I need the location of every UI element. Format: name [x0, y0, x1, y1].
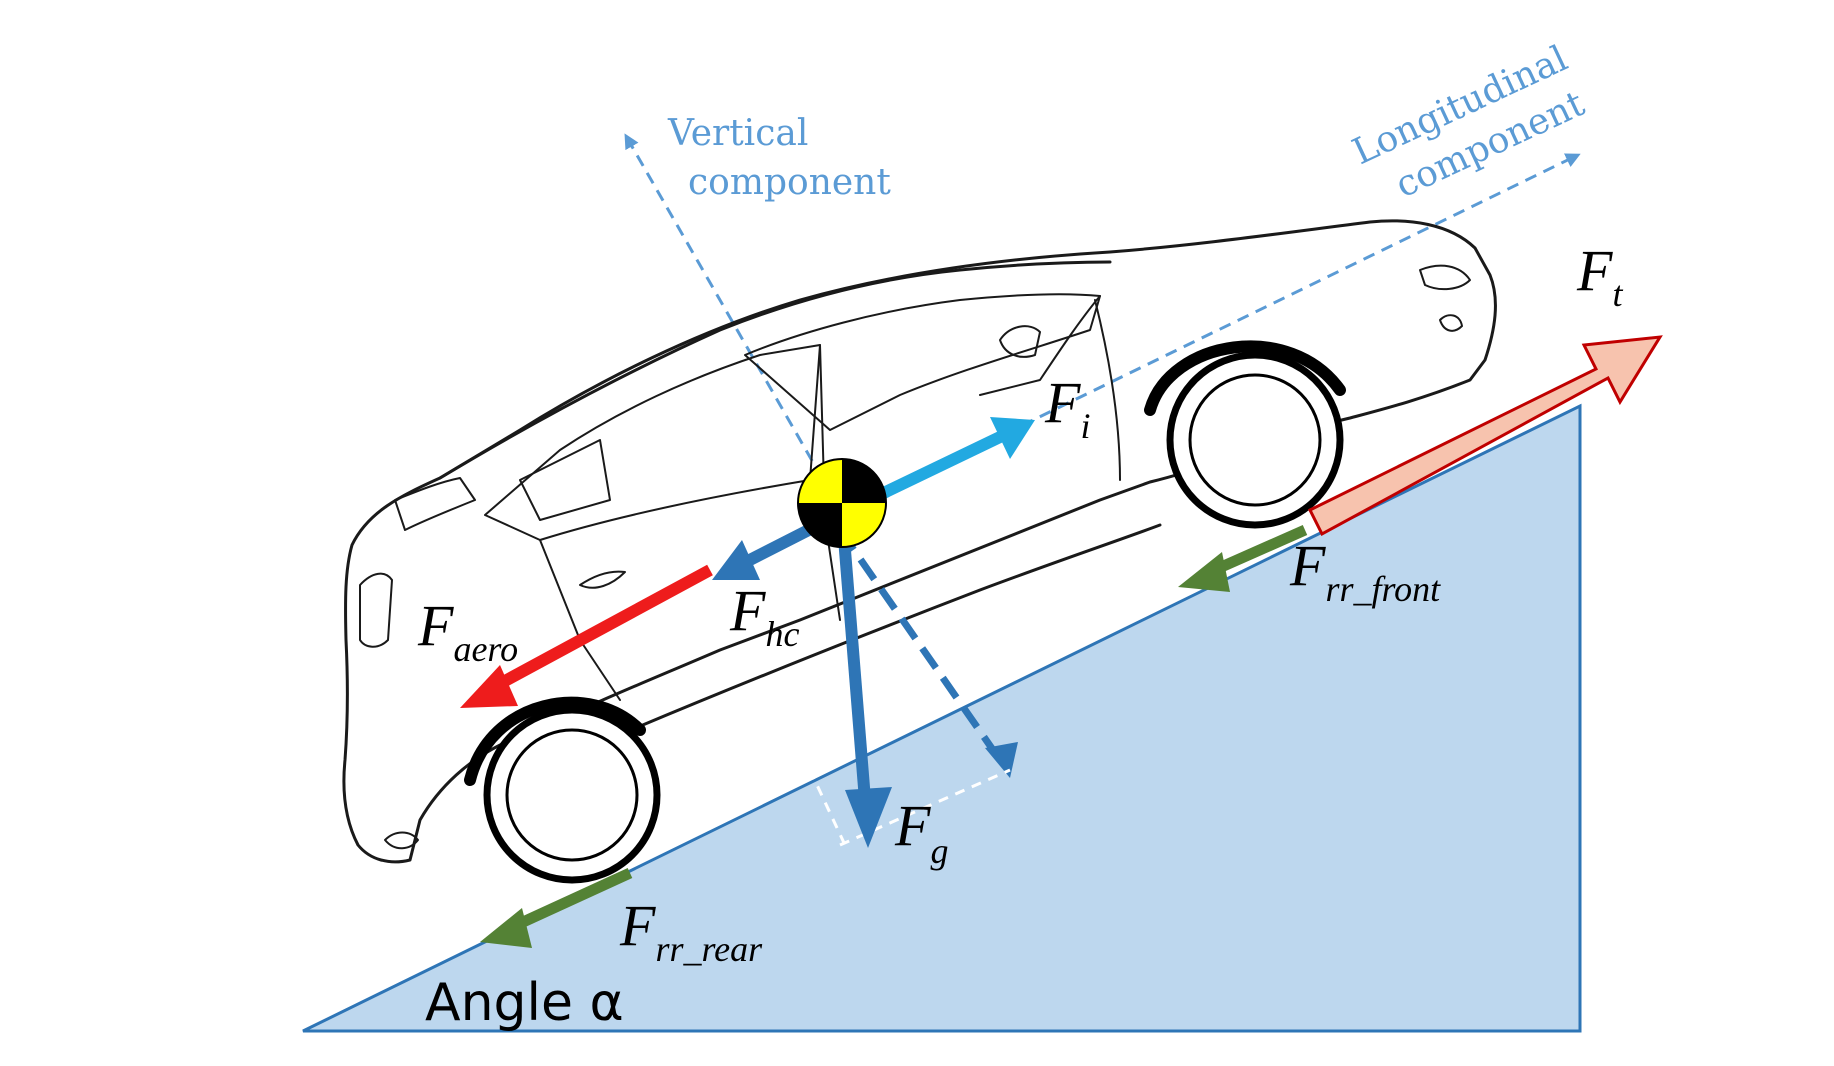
aerodynamic-force-arrow: [460, 564, 713, 708]
rear-wheel: [464, 696, 661, 884]
hill-climbing-force-label: Fhc: [729, 578, 799, 654]
vertical-component-label-line2: component: [688, 162, 891, 203]
rolling-resistance-rear-arrow: [480, 868, 633, 948]
gravity-force-label: Fg: [894, 793, 948, 871]
gravity-decomposition: [808, 528, 1018, 847]
aerodynamic-force-label: Faero: [417, 593, 518, 669]
front-wheel: [1144, 340, 1346, 529]
rolling-resistance-front-label: Frr_front: [1289, 533, 1441, 609]
rolling-resistance-front-arrow: [1178, 524, 1308, 592]
traction-force-arrow: [1307, 335, 1663, 537]
vertical-component-axis: [624, 133, 844, 514]
vertical-component-label-line1: Vertical: [667, 113, 808, 154]
slope-angle-label: Angle α: [425, 973, 624, 1033]
rolling-resistance-rear-label: Frr_rear: [619, 893, 763, 969]
longitudinal-component-axis: [841, 153, 1581, 515]
center-of-gravity-marker: [797, 458, 887, 548]
inertia-force-label: Fi: [1044, 370, 1090, 446]
traction-force-label: Ft: [1576, 238, 1623, 314]
gravity-force-arrow: [836, 512, 892, 848]
